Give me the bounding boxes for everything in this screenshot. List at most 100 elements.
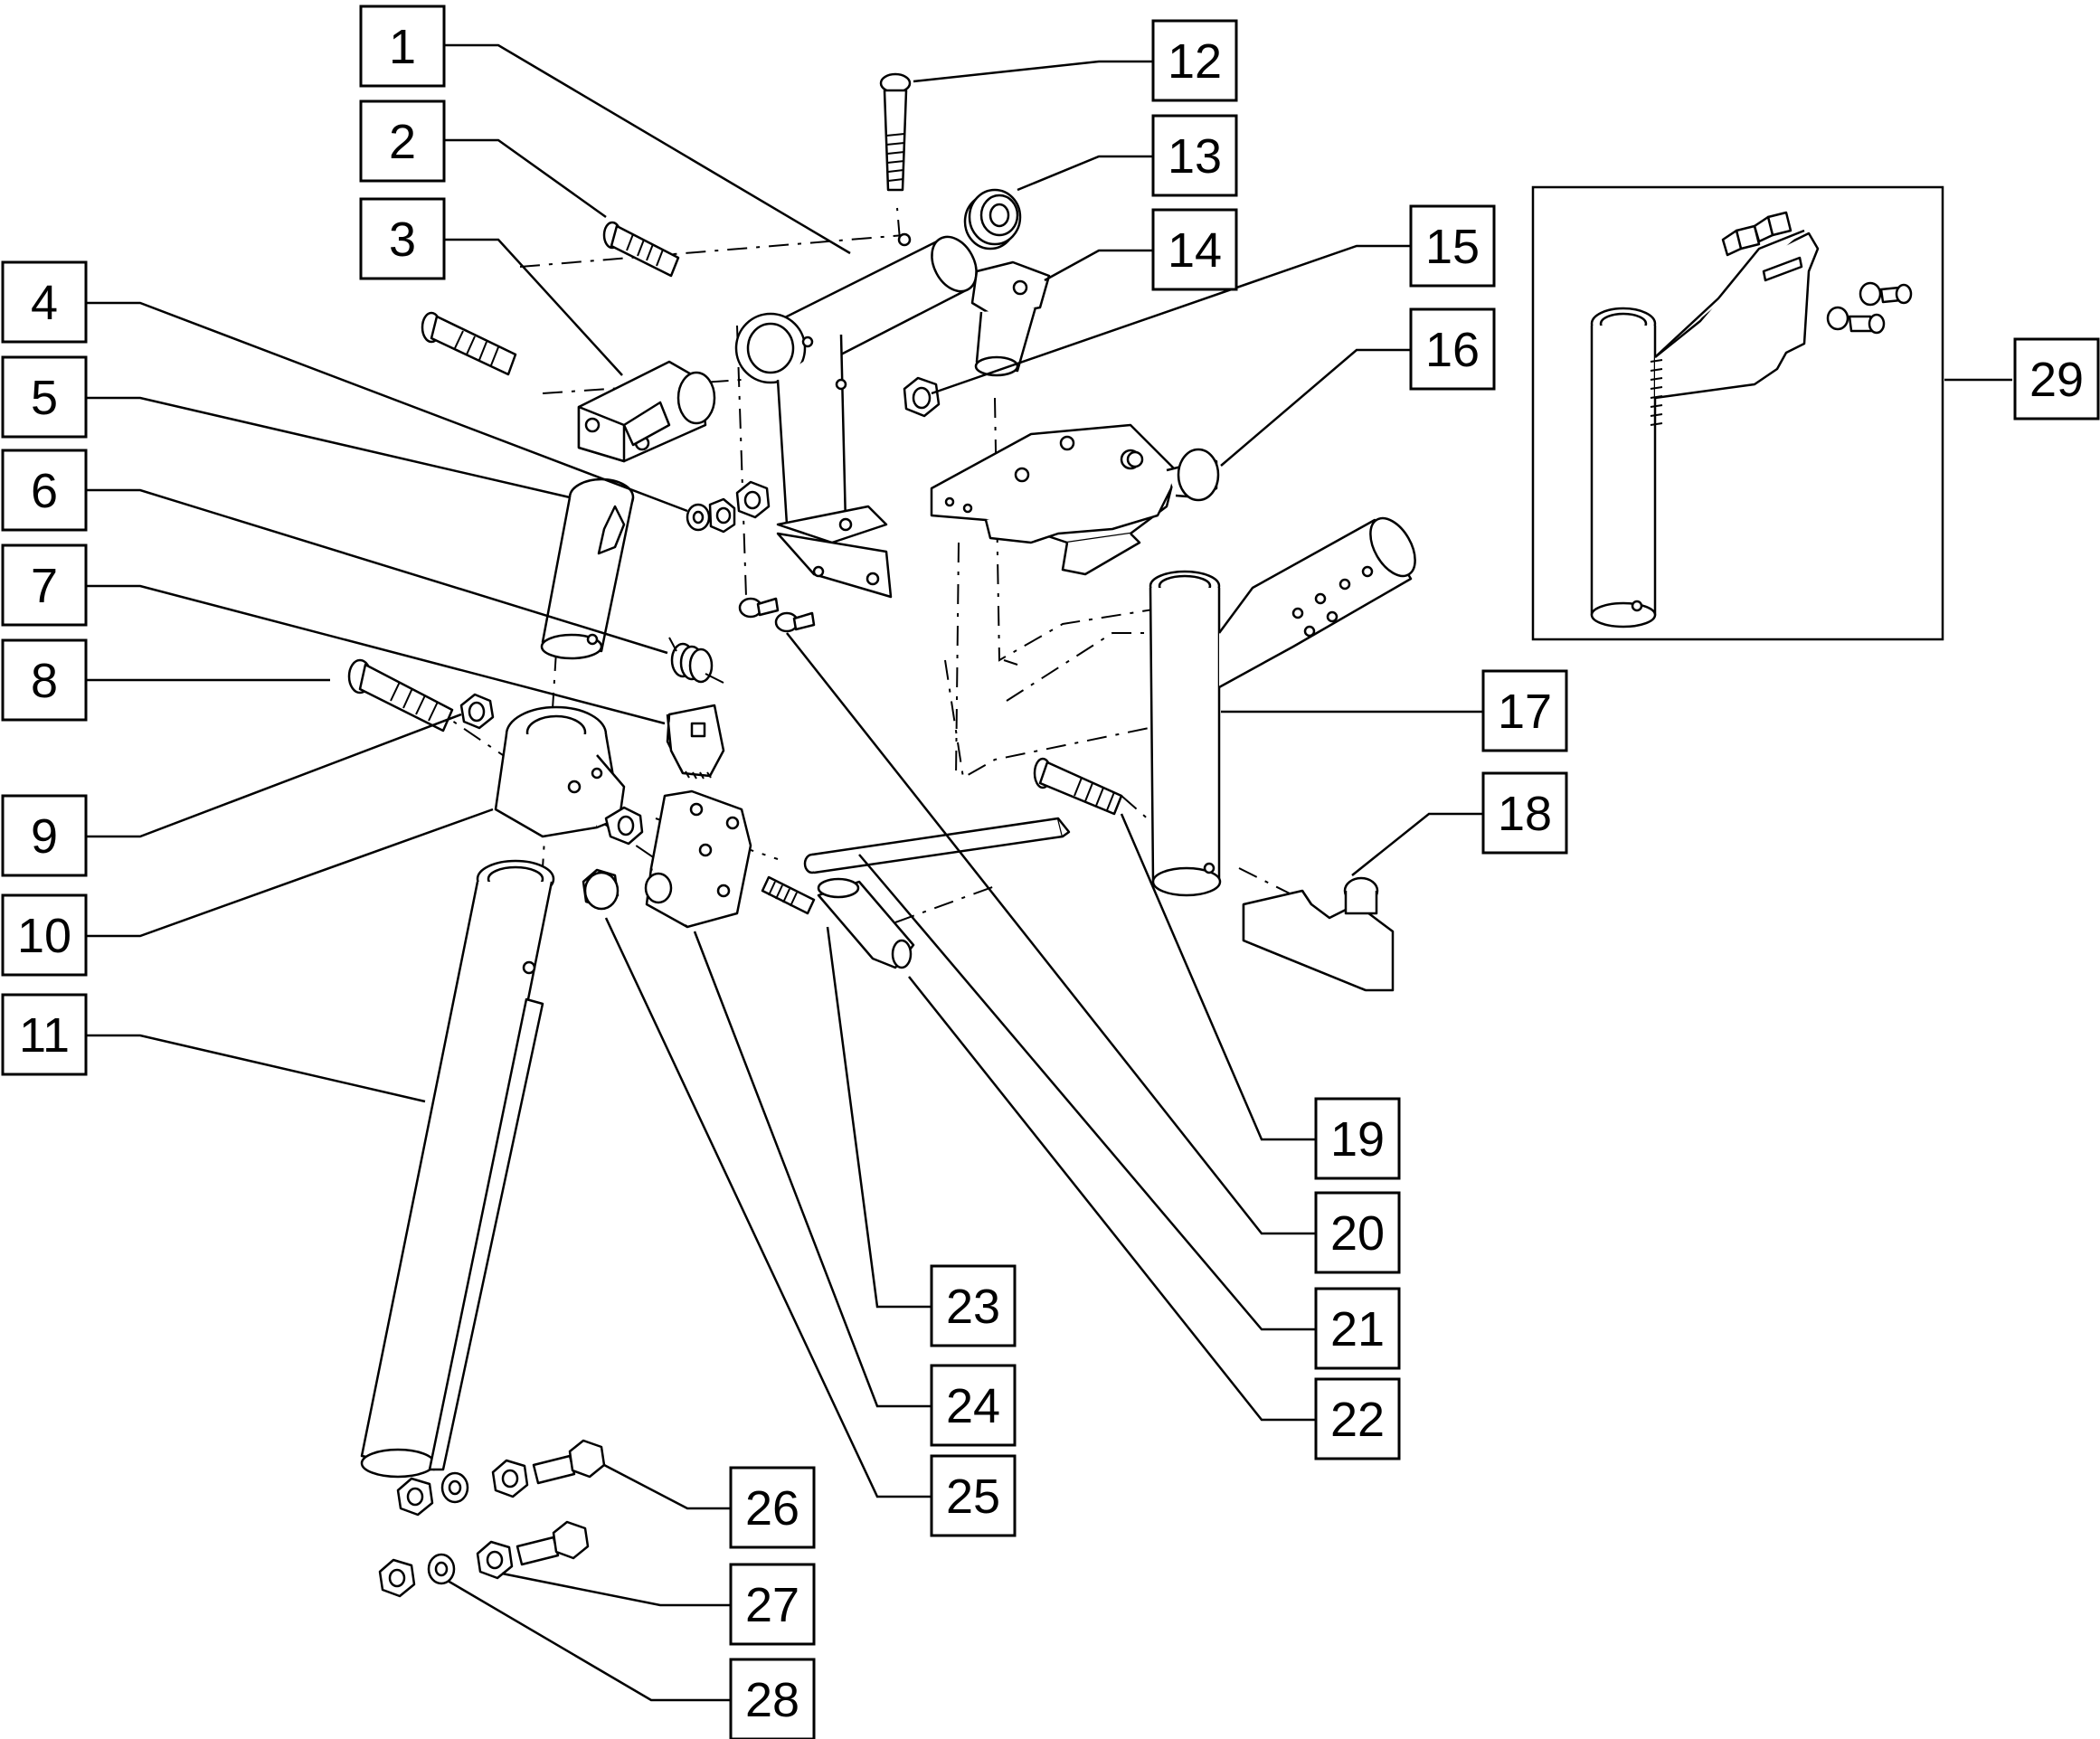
callout-16: 16 — [1409, 307, 1496, 391]
callout-7: 7 — [1, 543, 88, 627]
callout-26: 26 — [729, 1466, 816, 1549]
callout-label: 6 — [31, 464, 58, 518]
callout-25: 25 — [930, 1454, 1017, 1537]
callout-label: 17 — [1498, 685, 1552, 739]
leader-15 — [931, 244, 1411, 395]
callout-label: 26 — [745, 1481, 799, 1536]
callout-label: 27 — [745, 1578, 799, 1632]
callout-label: 21 — [1330, 1302, 1385, 1356]
leader-11 — [86, 1034, 426, 1103]
hex-nut — [459, 693, 495, 730]
callout-23: 23 — [930, 1264, 1017, 1347]
callout-13: 13 — [1151, 114, 1238, 197]
leader-24 — [693, 931, 932, 1408]
pivot-tube — [540, 477, 635, 660]
callout-11: 11 — [1, 993, 88, 1076]
washer — [686, 497, 736, 534]
callout-29: 29 — [2013, 337, 2100, 421]
leader-18 — [1351, 812, 1483, 876]
callout-label: 1 — [389, 20, 416, 74]
lock-pin-housing — [970, 260, 1051, 377]
callout-label: 10 — [17, 909, 71, 963]
latch-plate — [644, 789, 752, 929]
release-rod — [803, 817, 1071, 874]
callout-label: 23 — [946, 1280, 1000, 1334]
optional-assembly-inset — [1531, 185, 1944, 641]
callout-label: 28 — [745, 1673, 799, 1727]
callout-label: 9 — [31, 809, 58, 864]
button-head-screw — [879, 72, 912, 192]
receiver-tee — [1149, 516, 1416, 897]
callout-label: 3 — [389, 213, 416, 267]
callout-17: 17 — [1481, 669, 1568, 752]
callout-14: 14 — [1151, 208, 1238, 291]
flat-washer — [427, 1553, 456, 1585]
leader-10 — [86, 808, 494, 938]
leader-5 — [86, 396, 571, 499]
callout-label: 22 — [1330, 1393, 1385, 1447]
callout-label: 14 — [1168, 223, 1222, 278]
callout-label: 24 — [946, 1379, 1000, 1433]
callout-label: 15 — [1425, 220, 1480, 274]
leader-6 — [86, 488, 668, 655]
callout-label: 5 — [31, 371, 58, 425]
leader-22 — [908, 976, 1316, 1422]
callout-18: 18 — [1481, 771, 1568, 855]
callout-label: 2 — [389, 115, 416, 169]
callout-24: 24 — [930, 1364, 1017, 1447]
leader-28 — [447, 1579, 731, 1702]
leader-12 — [913, 60, 1153, 83]
leader-lines — [86, 43, 2012, 1702]
leader-23 — [826, 926, 932, 1309]
clevis-bracket — [421, 311, 716, 463]
callout-label: 20 — [1330, 1206, 1385, 1261]
leader-13 — [1017, 155, 1153, 192]
callout-19: 19 — [1314, 1097, 1401, 1180]
callout-label: 13 — [1168, 129, 1222, 184]
callout-label: 29 — [2029, 353, 2084, 407]
callout-10: 10 — [1, 893, 88, 977]
callout-label: 11 — [19, 1008, 70, 1063]
leader-7 — [86, 584, 666, 725]
callout-6: 6 — [1, 449, 88, 532]
callout-labels: 1 2 3 4 5 6 7 8 9 10 11 12 13 14 15 16 1… — [1, 5, 2100, 1739]
short-bolt — [602, 221, 680, 278]
rod-grip — [817, 877, 915, 969]
leader-1 — [444, 43, 851, 255]
leader-19 — [1120, 813, 1316, 1141]
callout-15: 15 — [1409, 204, 1496, 288]
callout-label: 7 — [31, 559, 58, 613]
callout-label: 8 — [31, 654, 58, 708]
long-bolt — [347, 658, 454, 732]
callout-label: 25 — [946, 1470, 1000, 1524]
leader-9 — [86, 713, 462, 838]
leader-4 — [86, 301, 688, 513]
leader-16 — [1220, 348, 1411, 467]
callout-9: 9 — [1, 794, 88, 877]
callout-12: 12 — [1151, 19, 1238, 102]
leader-20 — [786, 632, 1316, 1235]
callout-20: 20 — [1314, 1191, 1401, 1274]
lock-nut — [735, 376, 941, 519]
split-clamp — [494, 705, 644, 846]
callout-label: 16 — [1425, 323, 1480, 377]
stop-bracket — [1242, 876, 1395, 992]
callout-2: 2 — [359, 99, 446, 183]
main-tube-tee — [734, 232, 978, 599]
leg-tube — [360, 859, 555, 1479]
leader-2 — [444, 138, 607, 219]
callout-1: 1 — [359, 5, 446, 88]
callout-3: 3 — [359, 197, 446, 280]
receiver-bolt — [1033, 757, 1123, 816]
threaded-pin — [761, 875, 816, 915]
callout-22: 22 — [1314, 1377, 1401, 1460]
callout-label: 18 — [1498, 787, 1552, 841]
callout-5: 5 — [1, 355, 88, 439]
torsion-spring — [668, 637, 724, 684]
callout-4: 4 — [1, 260, 88, 344]
callout-label: 19 — [1330, 1112, 1385, 1167]
cap-nut — [582, 868, 620, 911]
callout-21: 21 — [1314, 1287, 1401, 1370]
callout-8: 8 — [1, 638, 88, 722]
